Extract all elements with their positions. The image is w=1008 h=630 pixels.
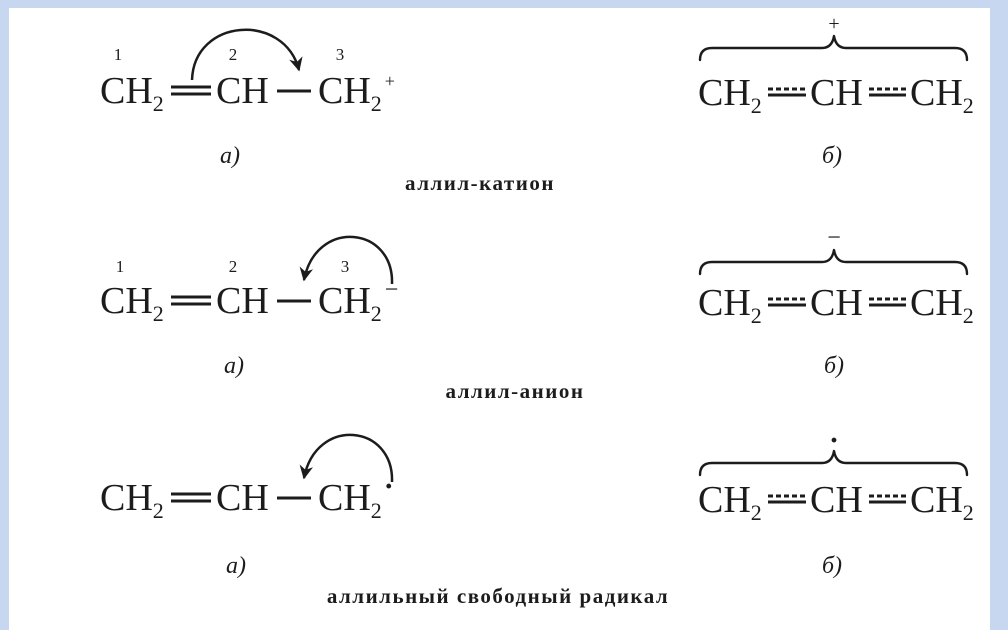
carbon-1-label: CH (100, 477, 153, 519)
carbon-1-label: CH (698, 72, 751, 114)
carbon-1-group: CH2 (100, 280, 164, 326)
carbon-3-group: CH2 (910, 72, 974, 118)
carbon-3-label: CH (910, 72, 963, 114)
carbon-1-subscript: 2 (153, 498, 164, 523)
carbon-2-label: CH (216, 477, 269, 519)
locant-2: 2 (229, 257, 238, 276)
structure-a: 1 2 3 CH2 CH CH2+ (100, 28, 395, 116)
carbon-1-group: CH2 (698, 479, 762, 525)
delocalized-charge: − (827, 225, 841, 251)
structure-a: 1 2 3 CH2 CH CH2− (100, 235, 398, 326)
brace (698, 34, 969, 62)
carbon-1-label: CH (100, 280, 153, 322)
carbon-2-label: CH (810, 479, 863, 521)
locant-3: 3 (336, 45, 345, 64)
carbon-3-subscript: 2 (963, 500, 974, 525)
carbon-3-group: CH2 (910, 282, 974, 328)
structure-b: − CH2 CH CH2 (698, 225, 974, 328)
locant-1: 1 (116, 257, 125, 276)
brace (698, 248, 969, 276)
locant-2: 2 (229, 45, 238, 64)
radical-dot: · (384, 470, 394, 503)
carbon-3-group: CH2− (318, 277, 398, 326)
label-b: б) (822, 143, 842, 169)
carbon-3-subscript: 2 (371, 498, 382, 523)
curved-arrow (299, 433, 394, 483)
diagram-panel (9, 8, 990, 630)
row-allyl-radical: CH2 CH CH2· · CH2 CH CH2 а) б) аллильный… (100, 424, 974, 608)
carbon-2-label: CH (810, 282, 863, 324)
carbon-3-label: CH (318, 477, 371, 519)
label-b: б) (822, 553, 842, 579)
row-allyl-anion: 1 2 3 CH2 CH CH2− − CH2 CH CH2 а) б) алл… (100, 225, 974, 403)
carbon-1-label: CH (698, 479, 751, 521)
carbon-3-label: CH (910, 479, 963, 521)
carbon-1-subscript: 2 (751, 93, 762, 118)
carbon-2-label: CH (810, 72, 863, 114)
label-a: а) (220, 143, 240, 169)
label-a: а) (224, 353, 244, 379)
carbon-3-group: CH2· (318, 470, 394, 523)
carbon-1-group: CH2 (698, 72, 762, 118)
curved-arrow (190, 28, 303, 81)
carbon-3-charge: + (385, 71, 395, 91)
carbon-1-label: CH (100, 70, 153, 112)
row-caption: аллил-анион (446, 379, 585, 403)
carbon-3-subscript: 2 (963, 303, 974, 328)
delocalized-radical-dot: · (829, 424, 839, 457)
carbon-3-subscript: 2 (371, 301, 382, 326)
carbon-1-subscript: 2 (153, 301, 164, 326)
carbon-3-label: CH (318, 280, 371, 322)
carbon-3-charge: − (385, 277, 399, 303)
row-allyl-cation: 1 2 3 CH2 CH CH2+ + CH2 CH CH2 а) б) алл… (100, 13, 974, 195)
locant-3: 3 (341, 257, 350, 276)
carbon-2-label: CH (216, 280, 269, 322)
carbon-3-subscript: 2 (963, 93, 974, 118)
structure-b: + CH2 CH CH2 (698, 13, 974, 118)
row-caption: аллильный свободный радикал (327, 584, 669, 608)
carbon-3-label: CH (910, 282, 963, 324)
label-b: б) (824, 353, 844, 379)
brace (698, 449, 969, 477)
delocalized-charge: + (828, 13, 839, 35)
carbon-1-subscript: 2 (153, 91, 164, 116)
row-caption: аллил-катион (405, 171, 555, 195)
carbon-3-group: CH2 (910, 479, 974, 525)
curved-arrow (299, 235, 394, 285)
carbon-2-label: CH (216, 70, 269, 112)
carbon-1-subscript: 2 (751, 500, 762, 525)
carbon-3-group: CH2+ (318, 70, 395, 116)
structure-b: · CH2 CH CH2 (698, 424, 974, 525)
locant-1: 1 (114, 45, 123, 64)
carbon-1-group: CH2 (100, 70, 164, 116)
carbon-1-label: CH (698, 282, 751, 324)
carbon-3-subscript: 2 (371, 91, 382, 116)
carbon-1-group: CH2 (698, 282, 762, 328)
carbon-1-subscript: 2 (751, 303, 762, 328)
carbon-3-label: CH (318, 70, 371, 112)
structure-a: CH2 CH CH2· (100, 433, 394, 523)
carbon-1-group: CH2 (100, 477, 164, 523)
label-a: а) (226, 553, 246, 579)
